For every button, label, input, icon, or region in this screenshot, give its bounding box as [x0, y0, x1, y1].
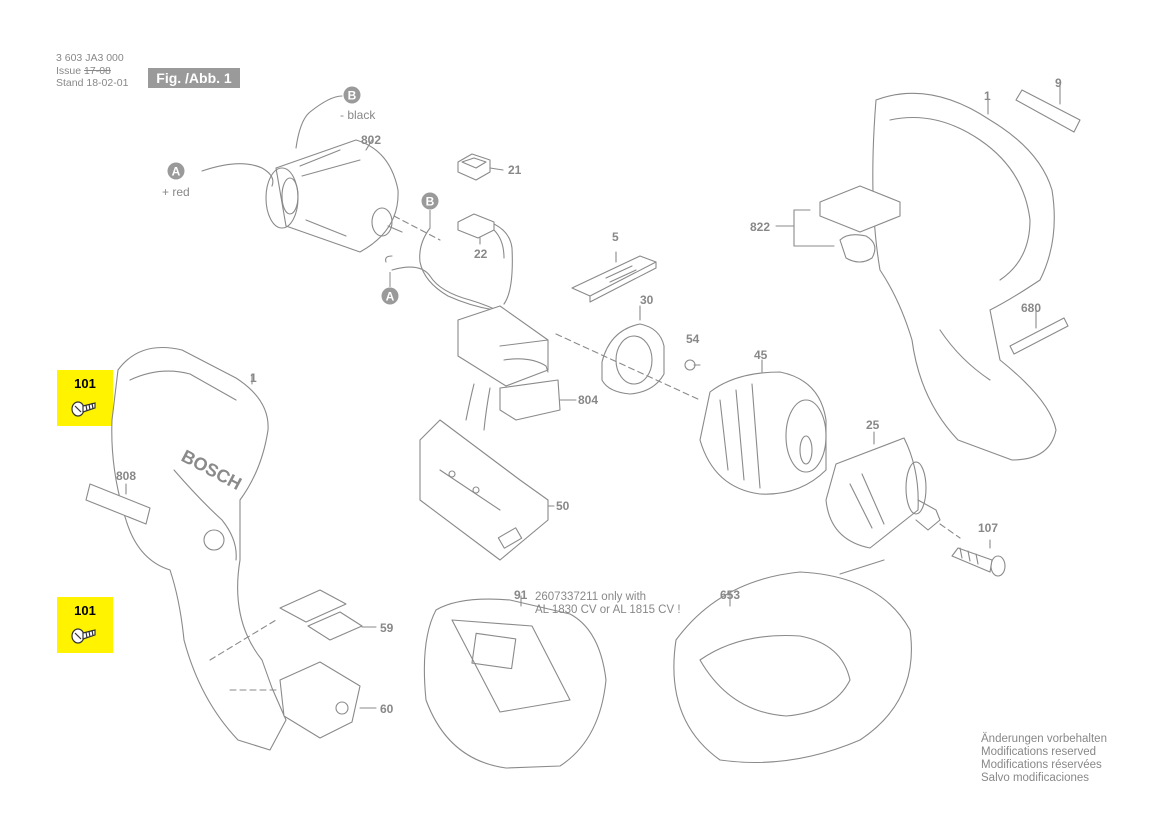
label-653: 653 [720, 588, 740, 602]
red-note: + red [162, 185, 190, 199]
screw-101-label-bottom: 101 [74, 603, 96, 618]
connector-a-left-letter: A [172, 165, 181, 179]
connector-a-left: A [167, 162, 185, 180]
charger-653[interactable] [673, 559, 912, 764]
part-22[interactable] [457, 213, 513, 305]
label-9: 9 [1055, 76, 1062, 90]
connector-a-mid-letter: A [386, 290, 395, 304]
black-note: - black [340, 108, 376, 122]
note-en: Modifications reserved [981, 746, 1097, 758]
label-107: 107 [978, 521, 998, 535]
bit-680[interactable] [1009, 309, 1069, 355]
note-de: Änderungen vorbehalten [981, 733, 1107, 745]
part-9[interactable] [1015, 85, 1081, 133]
label-22: 22 [474, 247, 488, 261]
battery-91[interactable] [423, 595, 607, 769]
part-54[interactable] [684, 359, 701, 371]
wire-red [201, 163, 274, 187]
gearbox-45[interactable] [699, 359, 827, 495]
switch-804[interactable] [457, 305, 577, 431]
label-804: 804 [578, 393, 598, 407]
note-fr: Modifications réservées [981, 759, 1102, 771]
housing-left-1[interactable] [111, 346, 287, 751]
screw-101-label-top: 101 [74, 376, 96, 391]
connector-b-top: B [343, 86, 361, 104]
issue-row: Issue 17-08 [56, 65, 111, 77]
connector-b-top-letter: B [348, 89, 357, 103]
screw-icon [71, 401, 96, 417]
figure-badge: Fig. /Abb. 1 [148, 68, 240, 88]
label-91: 91 [514, 588, 528, 602]
connector-a-mid: A [381, 287, 399, 305]
label-50: 50 [556, 499, 570, 513]
label-25: 25 [866, 418, 880, 432]
issue-label: Issue [56, 65, 82, 77]
stand-label: Stand [56, 77, 84, 89]
doc-number: 3 603 JA3 000 [56, 52, 124, 64]
label-680: 680 [1021, 301, 1041, 315]
chuck-25[interactable] [825, 431, 941, 549]
label-1-left: 1 [250, 371, 257, 385]
label-822: 822 [750, 220, 770, 234]
part-60[interactable] [279, 661, 377, 739]
stand-value: 18-02-01 [86, 77, 129, 89]
note-es: Salvo modificaciones [981, 772, 1090, 784]
part-5[interactable] [571, 251, 657, 303]
connector-b-mid-letter: B [426, 195, 435, 209]
part-808[interactable] [85, 483, 151, 525]
label-808: 808 [116, 469, 136, 483]
label-60: 60 [380, 702, 394, 716]
housing-right-1[interactable] [872, 92, 1057, 461]
battery-note-line1: 2607337211 only with [535, 591, 646, 603]
part-59[interactable] [279, 589, 377, 641]
pcb-50[interactable] [419, 419, 555, 561]
battery-note-line2: AL 1830 CV or AL 1815 CV ! [535, 604, 681, 616]
part-21[interactable] [457, 153, 504, 181]
screw-107[interactable] [951, 539, 1006, 577]
label-802: 802 [361, 133, 381, 147]
label-54: 54 [686, 332, 700, 346]
screw-icon [71, 628, 96, 644]
label-59: 59 [380, 621, 394, 635]
screw-101-highlight-bottom[interactable]: 101 [57, 597, 113, 653]
label-45: 45 [754, 348, 768, 362]
part-30[interactable] [601, 305, 665, 395]
label-5: 5 [612, 230, 619, 244]
issue-value: 17-08 [84, 65, 111, 77]
motor-802[interactable] [265, 95, 403, 253]
connector-b-mid: B [421, 192, 439, 210]
part-822[interactable] [775, 185, 901, 263]
label-30: 30 [640, 293, 654, 307]
screw-101-highlight-top[interactable]: 101 [57, 370, 113, 426]
label-1-right: 1 [984, 89, 991, 103]
label-21: 21 [508, 163, 522, 177]
stand-row: Stand 18-02-01 [56, 77, 128, 89]
